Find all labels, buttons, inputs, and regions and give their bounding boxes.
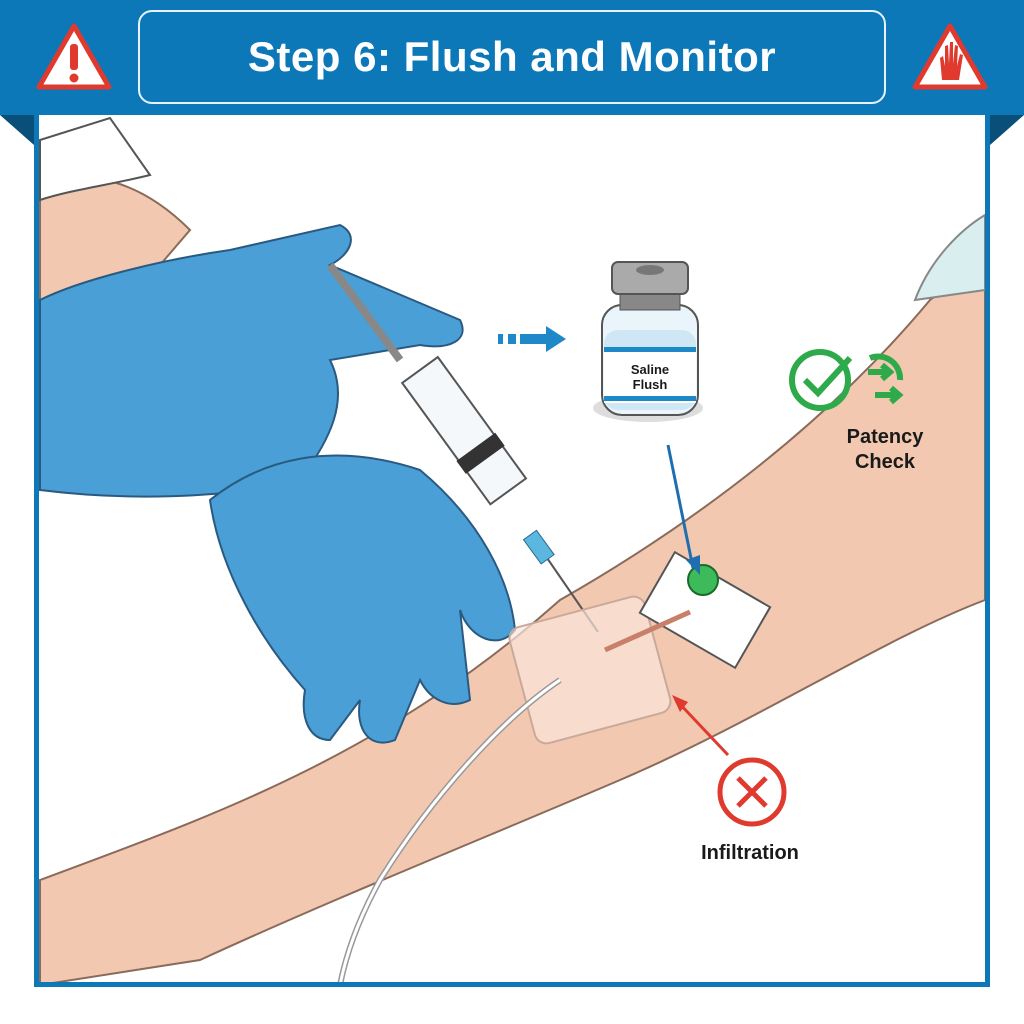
page-title: Step 6: Flush and Monitor [247, 33, 777, 80]
title-box: Step 6: Flush and Monitor [138, 10, 886, 104]
header-banner: Step 6: Flush and Monitor [0, 0, 1024, 115]
injection-port [687, 564, 719, 596]
nurse-sleeve [39, 116, 152, 202]
patency-check-label: Patency Check [820, 425, 950, 475]
warning-exclamation-icon [36, 23, 112, 90]
transparent-dressing [508, 595, 672, 745]
saline-vial [593, 261, 703, 422]
vial-label-line1: Saline [630, 362, 670, 377]
infiltration-label: Infiltration [701, 842, 799, 864]
warning-hand-icon [912, 23, 988, 90]
vial-label-line2: Flush [632, 377, 668, 392]
patency-label-line2: Check [854, 451, 916, 473]
flow-arrow-icon [498, 326, 566, 352]
glove-upper [39, 223, 464, 498]
check-circle-arrows-icon [789, 349, 904, 411]
glove-lower [208, 454, 517, 744]
x-circle-icon [717, 757, 787, 827]
patient-arm [39, 258, 986, 987]
content-frame [34, 115, 990, 987]
pointer-line [666, 444, 695, 569]
infiltration-pointer [676, 700, 730, 757]
vial-label: Saline Flush [604, 362, 696, 392]
patient-sleeve [913, 213, 986, 302]
syringe [326, 262, 599, 633]
tape-strip [638, 550, 772, 670]
catheter [603, 609, 692, 653]
patency-label-line1: Patency [846, 426, 924, 448]
